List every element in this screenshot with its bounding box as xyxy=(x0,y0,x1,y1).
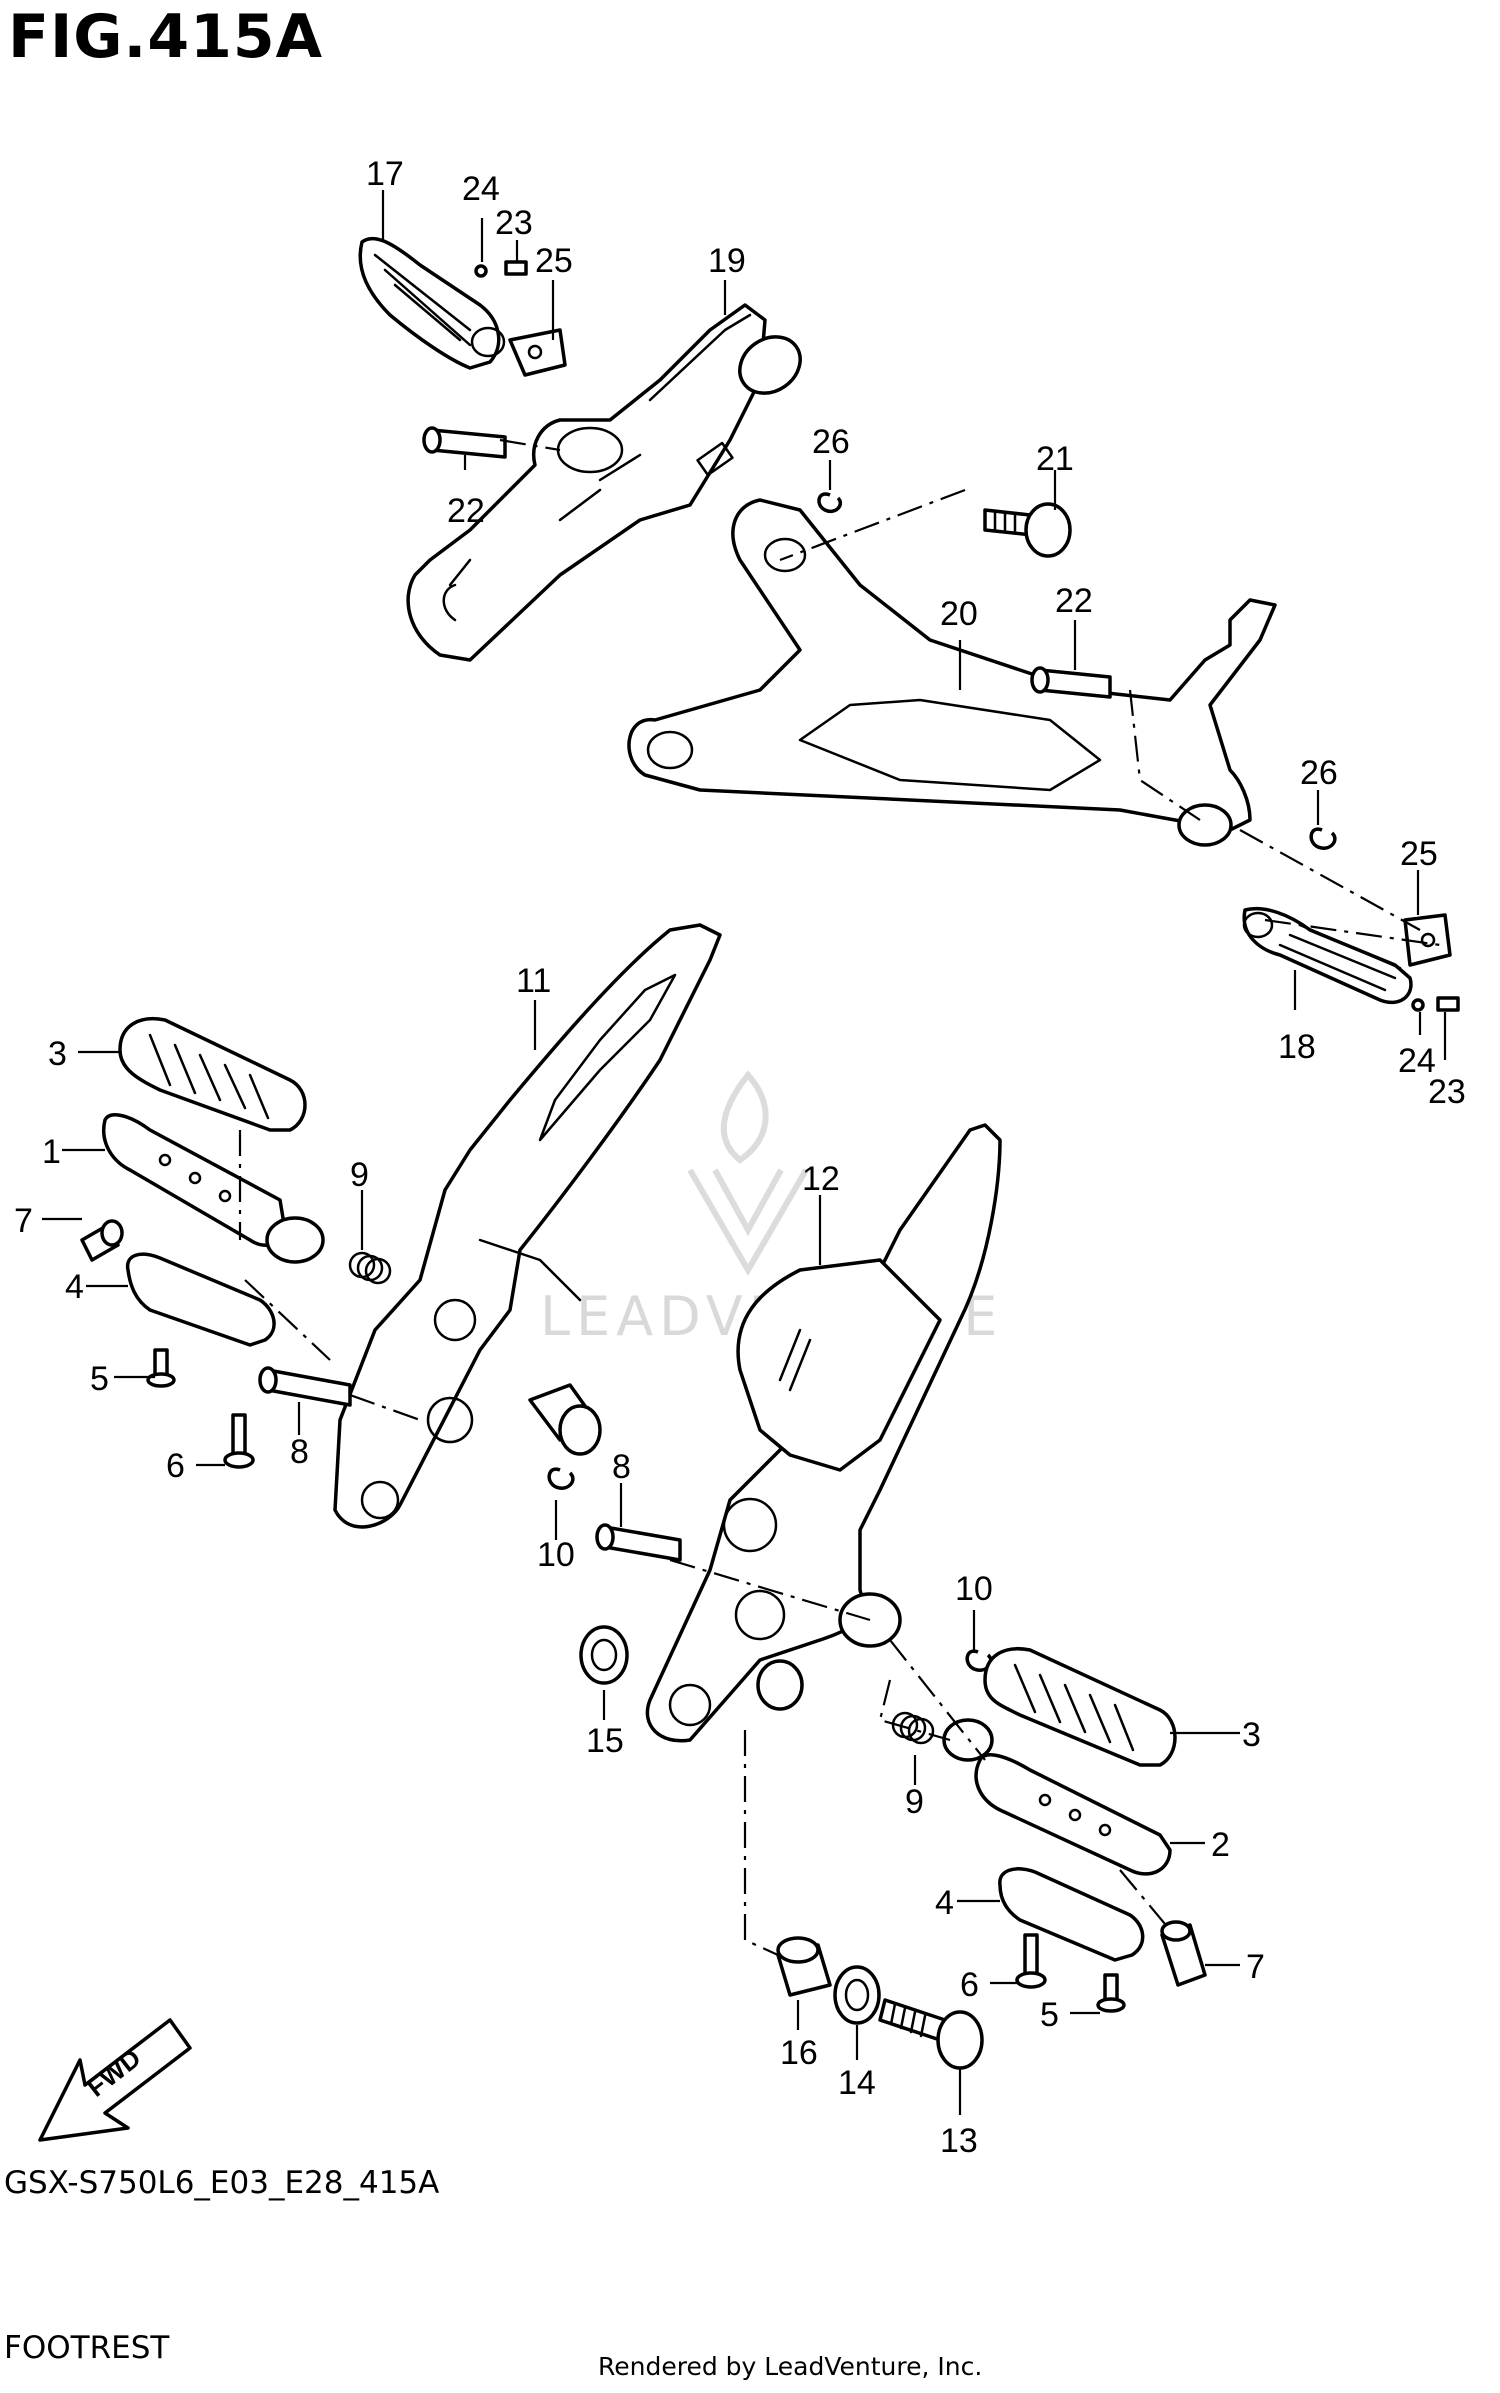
watermark-logo xyxy=(687,1070,809,1276)
callout-13: 13 xyxy=(940,2122,978,2160)
part-19-rear-footrest-bracket-left[interactable] xyxy=(406,303,811,662)
callout-23: 23 xyxy=(1428,1073,1466,1111)
part-13-bolt[interactable] xyxy=(878,1998,984,2070)
callout-4: 4 xyxy=(935,1884,954,1922)
part-15-washer[interactable] xyxy=(579,1625,629,1685)
callout-8: 8 xyxy=(612,1448,631,1486)
callout-24: 24 xyxy=(462,170,500,208)
callout-4: 4 xyxy=(65,1268,84,1306)
part-26-e-ring-upper[interactable] xyxy=(817,492,843,513)
part-14-washer[interactable] xyxy=(833,1965,881,2025)
callout-9: 9 xyxy=(350,1156,369,1194)
part-8-pin-right[interactable] xyxy=(595,1523,682,1562)
callout-5: 5 xyxy=(90,1360,109,1398)
part-5-screw-left[interactable] xyxy=(146,1348,176,1388)
callout-16: 16 xyxy=(780,2034,818,2072)
part-3-footrest-rubber-left[interactable] xyxy=(118,1017,307,1132)
callout-10: 10 xyxy=(955,1570,993,1608)
callout-3: 3 xyxy=(48,1035,67,1073)
part-5-screw-right[interactable] xyxy=(1096,1973,1126,2013)
part-8-pin-left[interactable] xyxy=(258,1366,352,1407)
callout-labels: 17 24 23 25 19 26 22 21 22 20 26 25 18 2… xyxy=(14,155,1466,2160)
callout-9: 9 xyxy=(905,1783,924,1821)
part-4-plate-right[interactable] xyxy=(998,1867,1145,1962)
callout-14: 14 xyxy=(838,2064,876,2102)
callout-7: 7 xyxy=(14,1202,33,1240)
part-11-front-footrest-bracket-left[interactable] xyxy=(333,923,722,1529)
part-23-screw-upper-left[interactable] xyxy=(504,260,528,276)
part-16-collar[interactable] xyxy=(776,1936,832,1997)
part-24-ball-right[interactable] xyxy=(1411,998,1425,1012)
part-21-bolt[interactable] xyxy=(983,502,1072,558)
part-3-footrest-rubber-right[interactable] xyxy=(983,1647,1177,1767)
callout-8: 8 xyxy=(290,1433,309,1471)
callout-17: 17 xyxy=(366,155,404,193)
callout-22: 22 xyxy=(447,492,485,530)
callout-21: 21 xyxy=(1036,440,1074,478)
callout-23: 23 xyxy=(495,204,533,242)
fwd-arrow: FWD xyxy=(38,2018,192,2142)
callout-20: 20 xyxy=(940,595,978,633)
part-11-pivot-boss[interactable] xyxy=(528,1383,602,1456)
part-9-spring-right[interactable] xyxy=(891,1711,935,1745)
part-4-plate-left[interactable] xyxy=(125,1252,276,1347)
callout-7: 7 xyxy=(1246,1948,1265,1986)
callout-3: 3 xyxy=(1242,1716,1261,1754)
assembly-lines xyxy=(238,438,1441,1957)
callout-25: 25 xyxy=(1400,835,1438,873)
part-26-e-ring-right[interactable] xyxy=(1309,827,1337,850)
part-7-pin-right[interactable] xyxy=(1160,1920,1207,1987)
part-23-screw-right[interactable] xyxy=(1436,996,1460,1012)
leader-lines xyxy=(42,190,1447,2115)
callout-22: 22 xyxy=(1055,582,1093,620)
diagram-code: GSX-S750L6_E03_E28_415A xyxy=(4,2165,440,2201)
part-6-bolt-left[interactable] xyxy=(223,1413,255,1469)
callout-12: 12 xyxy=(802,1160,840,1198)
diagram-caption: FOOTREST xyxy=(4,2330,170,2366)
callout-1: 1 xyxy=(42,1133,61,1171)
callout-24: 24 xyxy=(1398,1042,1436,1080)
callout-26: 26 xyxy=(1300,754,1338,792)
callout-6: 6 xyxy=(960,1966,979,2004)
callout-6: 6 xyxy=(166,1447,185,1485)
part-22-pin-upper-left[interactable] xyxy=(422,426,507,459)
callout-19: 19 xyxy=(708,242,746,280)
callout-2: 2 xyxy=(1211,1826,1230,1864)
figure-title: FIG.415A xyxy=(8,2,324,72)
part-20-rear-footrest-bracket-right[interactable] xyxy=(627,498,1277,847)
part-10-e-ring-left[interactable] xyxy=(547,1467,575,1490)
callout-10: 10 xyxy=(537,1536,575,1574)
part-17-passenger-footrest-left[interactable] xyxy=(358,236,506,370)
part-1-footrest-left[interactable] xyxy=(102,1113,325,1264)
callout-5: 5 xyxy=(1040,1996,1059,2034)
part-22-pin-right[interactable] xyxy=(1030,666,1112,699)
callout-25: 25 xyxy=(535,242,573,280)
part-12-front-footrest-bracket-right[interactable] xyxy=(645,1123,1002,1743)
render-credit: Rendered by LeadVenture, Inc. xyxy=(598,2352,983,2381)
part-25-plate-upper-left[interactable] xyxy=(508,328,567,377)
callout-26: 26 xyxy=(812,423,850,461)
callout-15: 15 xyxy=(586,1722,624,1760)
callout-18: 18 xyxy=(1278,1028,1316,1066)
part-7-pin-left[interactable] xyxy=(80,1219,124,1262)
callout-11: 11 xyxy=(516,962,551,1000)
part-9-spring-left[interactable] xyxy=(348,1251,392,1285)
part-24-ball-upper-left[interactable] xyxy=(474,264,488,278)
part-6-bolt-right[interactable] xyxy=(1015,1933,1047,1989)
part-18-passenger-footrest-right[interactable] xyxy=(1242,907,1413,1005)
